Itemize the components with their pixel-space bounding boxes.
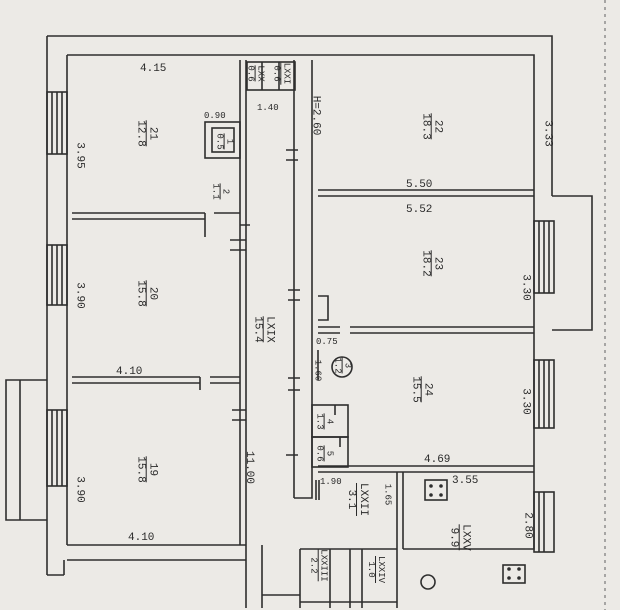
dim-corr-stub: 0.90 — [204, 111, 226, 121]
stove — [424, 479, 448, 501]
lower-rooms — [299, 548, 398, 608]
wall-20-19 — [72, 376, 240, 390]
dim-room22-width: 5.50 — [406, 179, 433, 191]
closet-5 — [311, 436, 349, 468]
closet-1 — [204, 121, 241, 159]
dim-small-160: 1.60 — [312, 359, 323, 382]
dim-lower-w1: 1.90 — [320, 477, 342, 487]
legend-box — [246, 61, 296, 91]
balcony-left — [5, 379, 47, 521]
wall-24-25 — [318, 465, 534, 473]
dim-room24-width: 4.69 — [424, 454, 451, 466]
wall-22-23 — [318, 189, 534, 197]
dim-room24-depth: 3.30 — [519, 388, 532, 415]
dim-room23-width: 5.52 — [406, 204, 433, 216]
dim-lower-h1: 1.65 — [382, 483, 393, 506]
riser-circle — [331, 356, 353, 378]
scan-edge-line — [604, 0, 606, 610]
dim-corr-width: 1.40 — [257, 103, 279, 113]
dim-room21-width: 4.15 — [140, 63, 167, 75]
dim-room23-depth: 3.30 — [519, 274, 532, 301]
dim-room25-depth: 2.80 — [521, 512, 534, 539]
dim-room25-width: 3.55 — [452, 475, 479, 487]
dim-room21-depth: 3.95 — [73, 142, 86, 169]
dim-corridor-len: 11.00 — [243, 450, 256, 485]
dim-room22-depth: 3.33 — [541, 120, 554, 147]
balcony-right — [552, 195, 593, 331]
dim-room20-depth: 3.90 — [73, 282, 86, 309]
wall-23-24 — [350, 326, 534, 334]
wall-21-20 — [72, 212, 206, 237]
wall-corridor-right — [293, 60, 313, 498]
outer-wall — [46, 35, 553, 576]
dim-small-075: 0.75 — [316, 337, 338, 347]
sink — [502, 564, 526, 584]
dim-room19-depth: 3.90 — [73, 476, 86, 503]
dim-room20-width: 4.10 — [116, 366, 143, 378]
dim-room19-width: 4.10 — [128, 532, 155, 544]
dim-height: H=2.60 — [309, 95, 322, 136]
